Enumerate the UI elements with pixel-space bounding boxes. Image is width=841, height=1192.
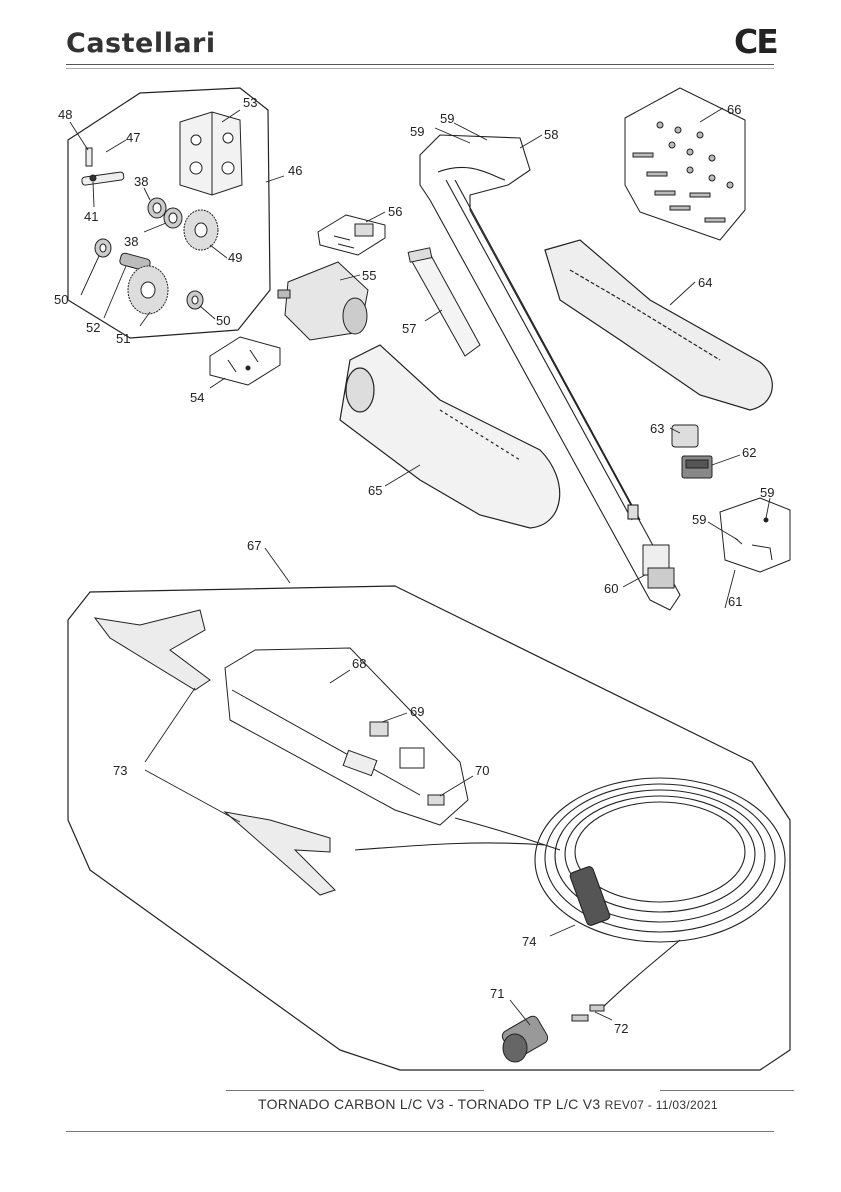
callout-38-a: 38 (134, 174, 148, 189)
callout-50-b: 50 (216, 313, 230, 328)
screw-kit-54 (210, 337, 280, 385)
housing-part-65 (340, 345, 560, 528)
callout-64: 64 (698, 275, 712, 290)
shaft-part (81, 148, 124, 185)
group-68-harness (225, 648, 468, 825)
footer-title-line: TORNADO CARBON L/C V3 - TORNADO TP L/C V… (258, 1096, 718, 1112)
plug-part-71 (500, 1005, 604, 1062)
callout-58: 58 (544, 127, 558, 142)
footer-rule-right (660, 1090, 794, 1091)
callout-59-c: 59 (760, 485, 774, 500)
callout-50-a: 50 (54, 292, 68, 307)
callout-70: 70 (475, 763, 489, 778)
callout-62: 62 (742, 445, 756, 460)
callout-54: 54 (190, 390, 204, 405)
callout-67: 67 (247, 538, 261, 553)
callout-41: 41 (84, 209, 98, 224)
callout-73: 73 (113, 763, 127, 778)
callout-68: 68 (352, 656, 366, 671)
callout-59-d: 59 (692, 512, 706, 527)
battery-clip-part (95, 610, 335, 895)
callout-60: 60 (604, 581, 618, 596)
motor-part (278, 262, 368, 340)
callout-74: 74 (522, 934, 536, 949)
footer-rule-bottom (66, 1131, 774, 1132)
callout-56: 56 (388, 204, 402, 219)
callout-47: 47 (126, 130, 140, 145)
callout-51: 51 (116, 331, 130, 346)
callout-38-b: 38 (124, 234, 138, 249)
callout-46: 46 (288, 163, 302, 178)
callout-52: 52 (86, 320, 100, 335)
callout-48: 48 (58, 107, 72, 122)
callout-71: 71 (490, 986, 504, 1001)
callout-57: 57 (402, 321, 416, 336)
callout-53: 53 (243, 95, 257, 110)
document-title: TORNADO CARBON L/C V3 - TORNADO TP L/C V… (258, 1096, 600, 1112)
callout-55: 55 (362, 268, 376, 283)
harness-outline-58 (420, 135, 680, 610)
callout-59-a: 59 (410, 124, 424, 139)
document-revision: REV07 - 11/03/2021 (605, 1098, 718, 1112)
callout-59-b: 59 (440, 111, 454, 126)
callout-69: 69 (410, 704, 424, 719)
callout-63: 63 (650, 421, 664, 436)
connector-part-60 (643, 545, 674, 588)
strip-part-57 (408, 248, 480, 356)
gear-housing-part (180, 112, 242, 195)
bearing-gear-parts (148, 198, 218, 250)
callout-49: 49 (228, 250, 242, 265)
callout-61: 61 (728, 594, 742, 609)
callout-72: 72 (614, 1021, 628, 1036)
housing-half-64 (545, 240, 772, 410)
gear-pinion-parts (95, 239, 203, 314)
cable-coil-part (355, 778, 785, 1010)
callout-66: 66 (727, 102, 741, 117)
callout-65: 65 (368, 483, 382, 498)
screw-kit-56 (318, 215, 385, 255)
switch-parts (672, 425, 712, 478)
footer-rule-left (226, 1090, 484, 1091)
